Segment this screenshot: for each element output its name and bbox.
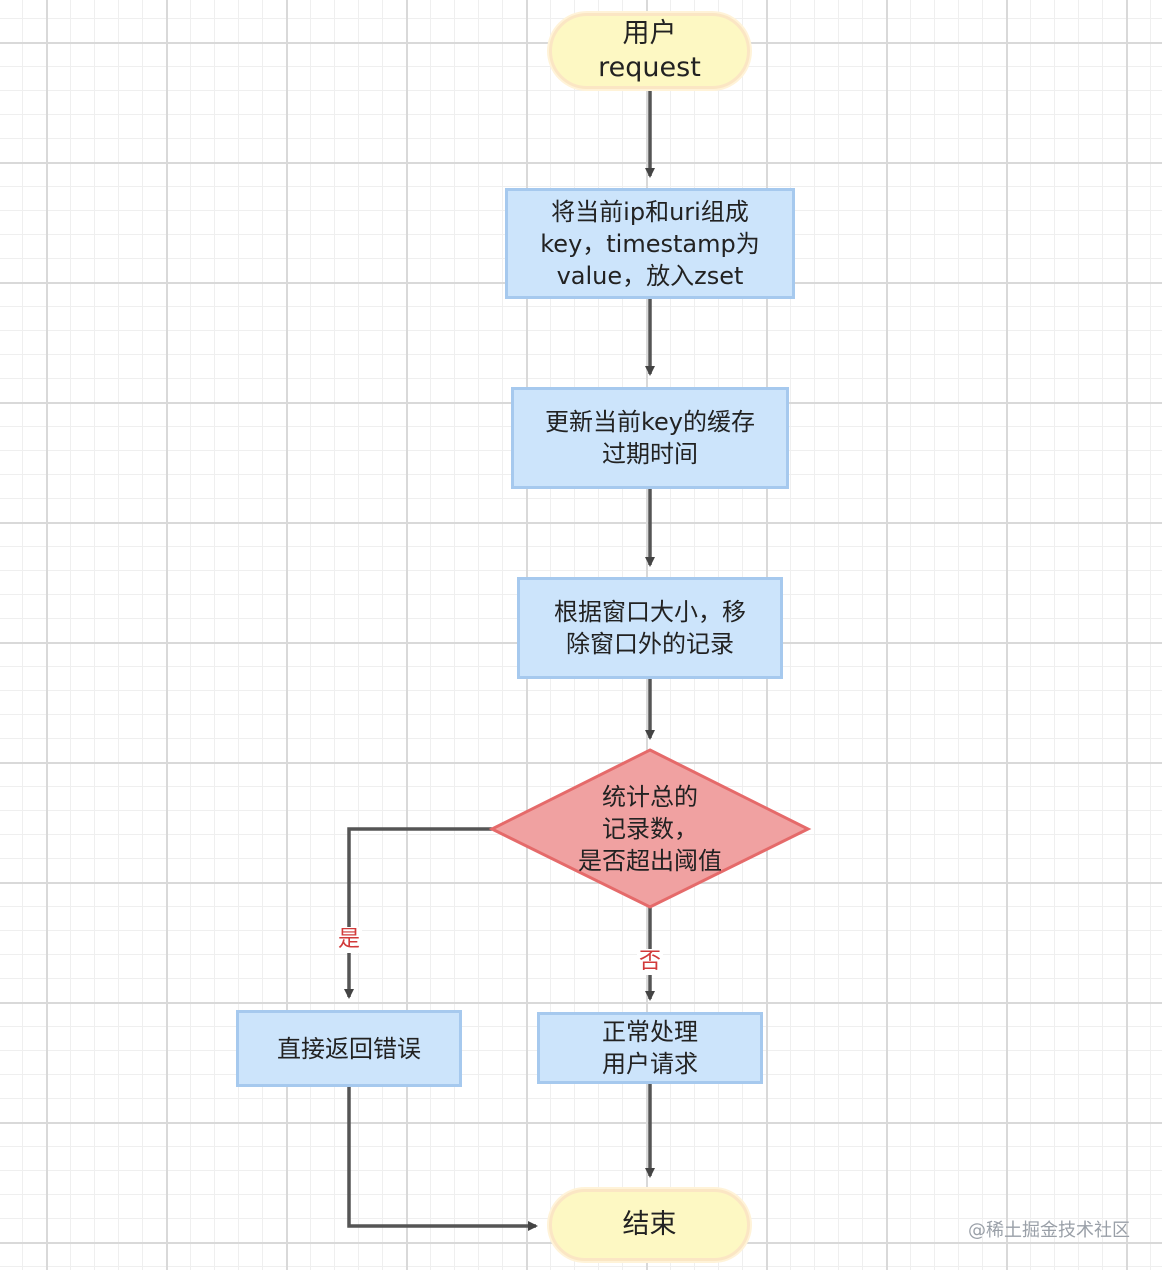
watermark: @稀土掘金技术社区: [968, 1220, 1130, 1241]
store-key-process[interactable]: 将当前ip和uri组成 key，timestamp为 value，放入zset: [505, 188, 795, 299]
decision-line-2: 记录数，: [602, 815, 698, 843]
start-terminal[interactable]: 用户 request: [549, 13, 750, 89]
remove-outside-line-2: 除窗口外的记录: [566, 630, 734, 658]
store-key-line-2: key，timestamp为: [540, 229, 760, 258]
remove-outside-line-1: 根据窗口大小，移: [554, 598, 746, 626]
handle-request-line-2: 用户请求: [602, 1050, 698, 1078]
store-key-line-1: 将当前ip和uri组成: [551, 197, 749, 226]
start-label-line-2: request: [598, 52, 701, 83]
end-terminal[interactable]: 结束: [549, 1189, 750, 1261]
update-expire-line-2: 过期时间: [602, 440, 698, 468]
edge-decision-yes-to-return-error: [344, 827, 492, 999]
decision-diamond: [488, 748, 812, 909]
handle-request-process[interactable]: 正常处理 用户请求: [537, 1012, 763, 1084]
remove-outside-process[interactable]: 根据窗口大小，移 除窗口外的记录: [517, 577, 783, 679]
update-expire-line-1: 更新当前key的缓存: [544, 408, 755, 436]
end-label: 结束: [622, 1209, 677, 1240]
edge-label-yes: 是: [336, 927, 363, 953]
edge-return-error-to-end: [347, 1087, 538, 1231]
edge-label-no: 否: [637, 949, 664, 975]
return-error-process[interactable]: 直接返回错误: [236, 1010, 462, 1087]
store-key-line-3: value，放入zset: [556, 261, 744, 290]
return-error-label: 直接返回错误: [277, 1034, 421, 1063]
handle-request-line-1: 正常处理: [602, 1018, 698, 1046]
decision-line-3: 是否超出阈值: [578, 847, 722, 875]
decision-line-1: 统计总的: [602, 783, 698, 811]
check-threshold-decision[interactable]: 统计总的 记录数， 是否超出阈值: [540, 780, 760, 878]
update-expire-process[interactable]: 更新当前key的缓存 过期时间: [511, 387, 789, 489]
start-label-line-1: 用户: [622, 18, 677, 49]
